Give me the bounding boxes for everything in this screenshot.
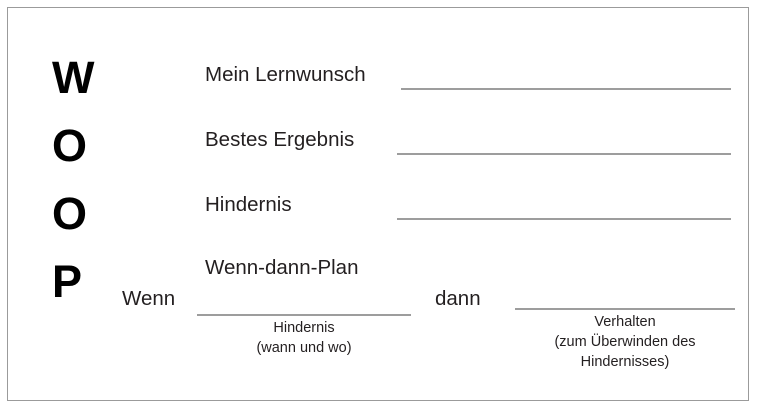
field-blank-obstacle[interactable] (397, 218, 731, 220)
plan-if-word: Wenn (122, 287, 176, 310)
plan-if-caption-line2: (wann und wo) (256, 340, 352, 356)
field-blank-outcome[interactable] (397, 153, 731, 155)
plan-then-caption-line1: Verhalten (594, 314, 656, 330)
field-label-wish: Mein Lernwunsch (205, 63, 366, 86)
plan-then-word: dann (435, 287, 481, 310)
field-label-outcome: Bestes Ergebnis (205, 128, 355, 151)
plan-then-blank[interactable] (515, 308, 735, 310)
plan-then-caption-line2: (zum Überwinden des (554, 334, 696, 350)
plan-if-blank[interactable] (197, 314, 411, 316)
plan-then-caption: Verhalten (zum Überwinden des Hinderniss… (515, 312, 735, 372)
plan-then-caption-line3: Hindernisses) (580, 354, 670, 370)
plan-if-caption: Hindernis (wann und wo) (197, 318, 411, 358)
plan-heading: Wenn-dann-Plan (205, 256, 359, 279)
plan-if-caption-line1: Hindernis (273, 320, 335, 336)
woop-letter-o1: O (52, 120, 88, 171)
woop-letter-w: W (52, 52, 95, 103)
field-label-obstacle: Hindernis (205, 193, 292, 216)
woop-worksheet-frame: W O O P Mein Lernwunsch Bestes Ergebnis … (7, 7, 749, 401)
field-blank-wish[interactable] (401, 88, 731, 90)
woop-letter-p: P (52, 256, 83, 307)
woop-acronym-column: W O O P (52, 44, 122, 316)
woop-letter-o2: O (52, 188, 88, 239)
